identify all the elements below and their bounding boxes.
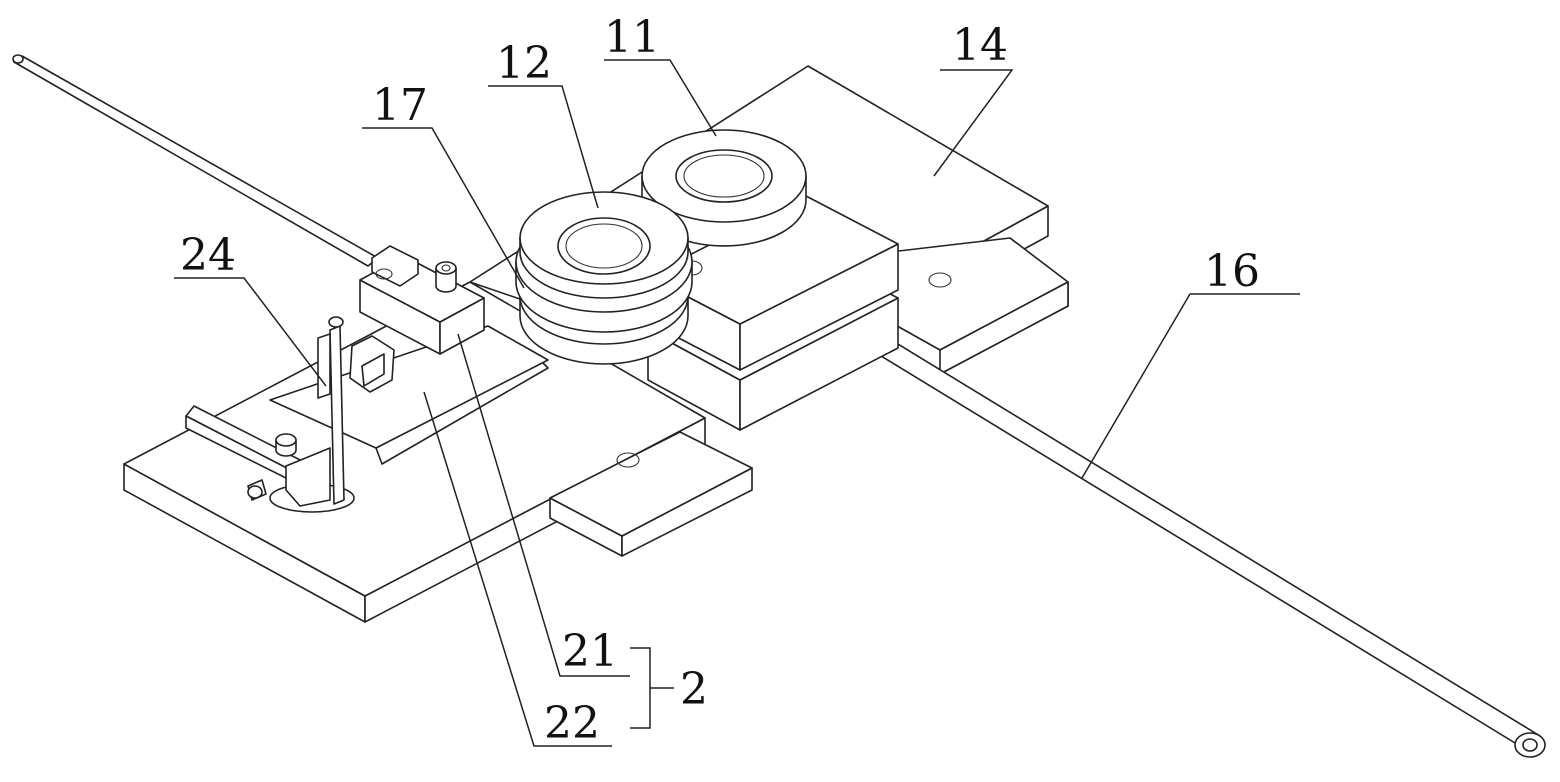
- guide-block-21: [359, 245, 485, 355]
- label-12: 12: [496, 38, 552, 89]
- label-22: 22: [544, 698, 600, 749]
- label-21: 21: [562, 626, 618, 677]
- label-11: 11: [604, 12, 660, 63]
- front-block: [549, 431, 753, 557]
- label-16: 16: [1204, 246, 1260, 297]
- center-clamp-stack: [647, 195, 899, 431]
- right-clamp-block: [889, 237, 1069, 375]
- label-2: 2: [680, 664, 708, 715]
- roller-12: [515, 191, 693, 365]
- lever-assembly-24: [185, 316, 395, 513]
- leader-lines: [174, 59, 1300, 747]
- label-14: 14: [952, 20, 1008, 71]
- part-labels: 11 12 14 16 17 24 21 22 2: [180, 12, 1260, 749]
- label-17: 17: [372, 80, 428, 131]
- label-24: 24: [180, 230, 236, 281]
- tube-right: [831, 315, 1546, 758]
